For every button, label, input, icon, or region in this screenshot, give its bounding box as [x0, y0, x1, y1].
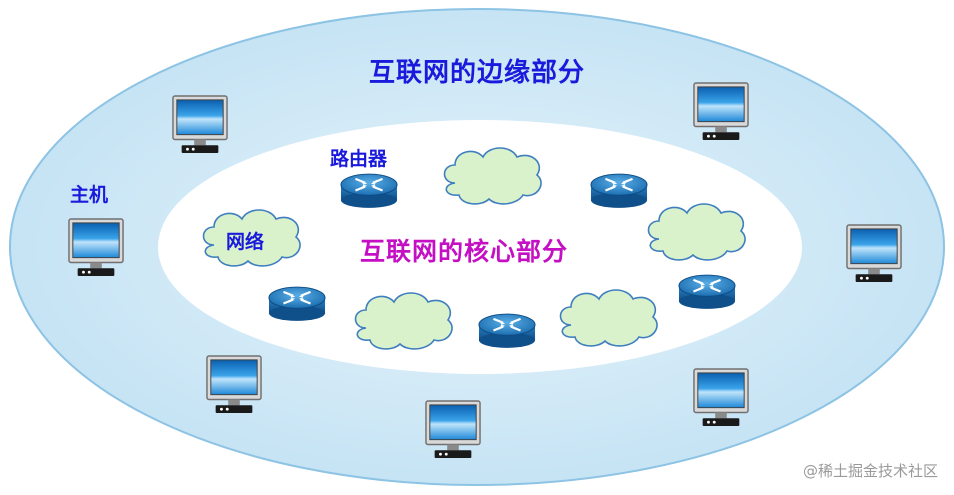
router-icon — [268, 285, 326, 322]
network-label: 网络 — [226, 231, 265, 253]
network-cloud-icon — [354, 292, 453, 350]
core-area-title: 互联网的核心部分 — [360, 237, 569, 266]
edge-area-title: 互联网的边缘部分 — [368, 58, 585, 88]
host-label: 主机 — [70, 184, 109, 206]
router-icon — [340, 172, 398, 209]
network-cloud-icon — [647, 203, 746, 261]
network-cloud-icon — [443, 147, 542, 205]
router-icon — [478, 312, 536, 349]
router-icon — [678, 273, 736, 310]
watermark: @稀土掘金技术社区 — [802, 462, 938, 480]
network-cloud-icon — [559, 289, 658, 347]
router-icon — [590, 172, 648, 209]
router-label: 路由器 — [330, 148, 388, 170]
